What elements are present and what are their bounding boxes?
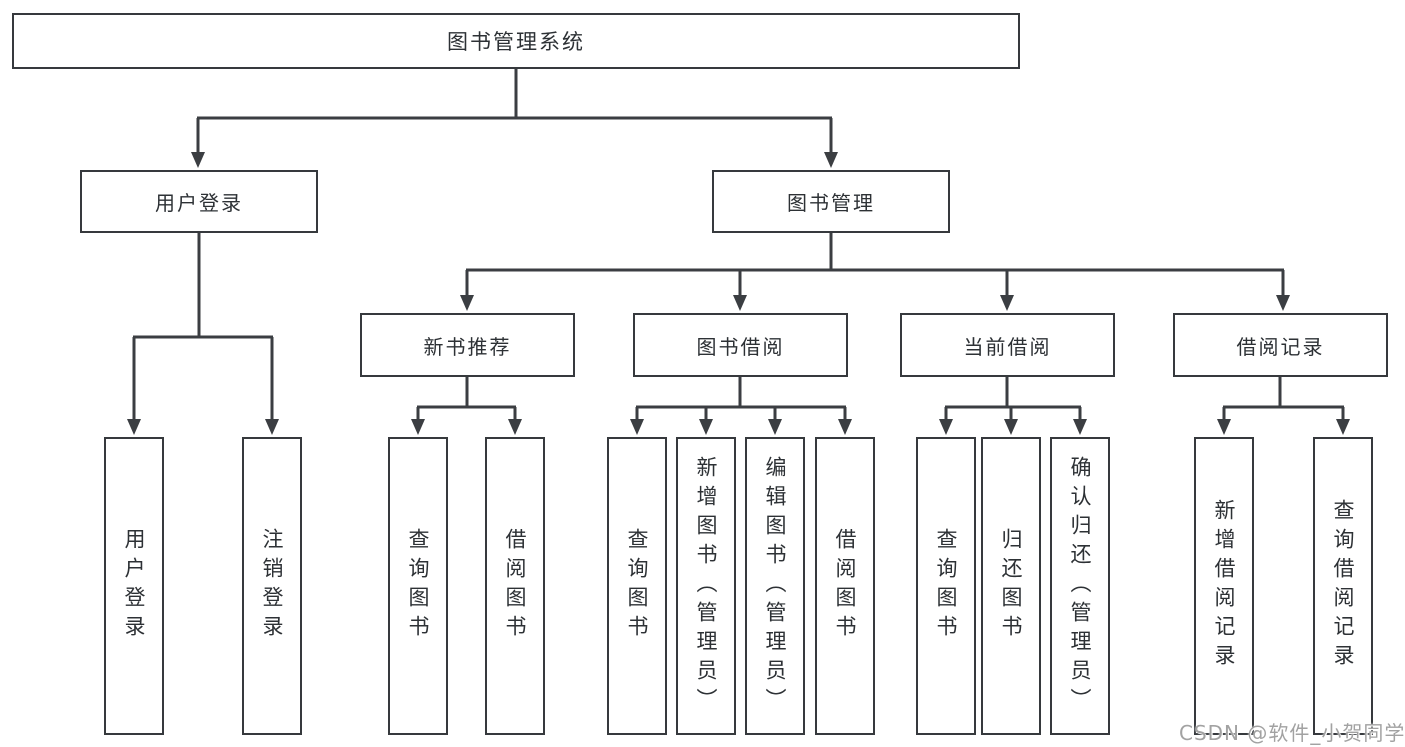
leaf-newbook-borrow: 借阅图书 [485, 437, 545, 735]
leaf-borrow-edit-admin: 编辑图书（管理员） [745, 437, 805, 735]
node-root-system: 图书管理系统 [12, 13, 1020, 69]
leaf-borrow-add-admin: 新增图书（管理员） [676, 437, 736, 735]
node-current-borrow: 当前借阅 [900, 313, 1115, 377]
node-book-management: 图书管理 [712, 170, 950, 233]
leaf-current-confirm-admin: 确认归还（管理员） [1050, 437, 1110, 735]
leaf-borrow-borrow: 借阅图书 [815, 437, 875, 735]
connector-current-to-leaves [939, 377, 1087, 435]
leaf-current-query: 查询图书 [916, 437, 976, 735]
leaf-current-return: 归还图书 [981, 437, 1041, 735]
connector-userlogin-to-leaves [127, 233, 279, 435]
leaf-record-add: 新增借阅记录 [1194, 437, 1254, 735]
leaf-borrow-query: 查询图书 [607, 437, 667, 735]
connector-newbook-to-leaves [411, 377, 522, 435]
leaf-logout: 注销登录 [242, 437, 302, 735]
connector-record-to-leaves [1217, 377, 1350, 435]
leaf-newbook-query: 查询图书 [388, 437, 448, 735]
connector-root-to-level2 [191, 69, 838, 168]
connector-borrow-to-leaves [630, 377, 852, 435]
node-user-login: 用户登录 [80, 170, 318, 233]
leaf-user-login: 用户登录 [104, 437, 164, 735]
csdn-watermark: CSDN @软件_小贺同学 [1179, 721, 1405, 745]
leaf-record-query: 查询借阅记录 [1313, 437, 1373, 735]
node-new-book-recommend: 新书推荐 [360, 313, 575, 377]
node-borrow-record: 借阅记录 [1173, 313, 1388, 377]
connector-bookmgmt-to-level3 [460, 233, 1290, 311]
node-book-borrow: 图书借阅 [633, 313, 848, 377]
